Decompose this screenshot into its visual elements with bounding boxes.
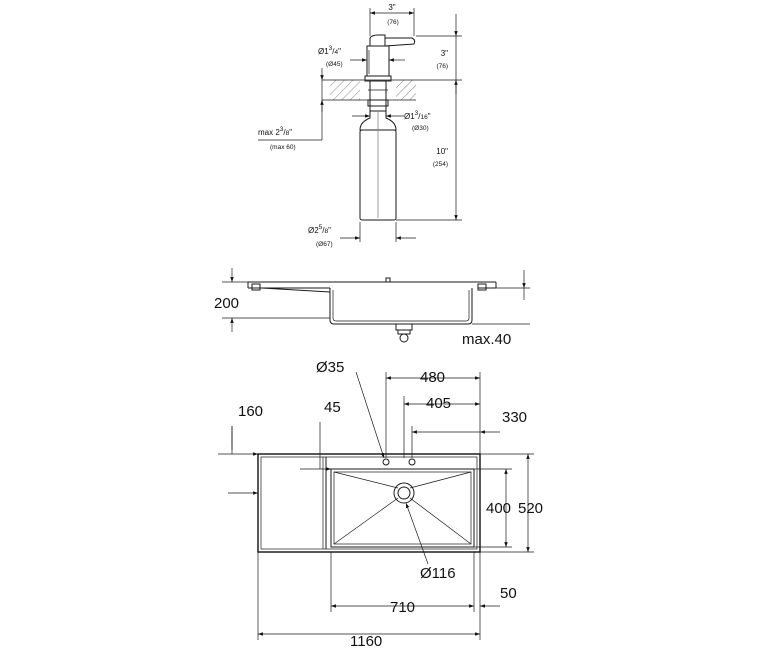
dim-160: 160	[238, 403, 263, 420]
tap-hole-1	[382, 458, 390, 466]
dim-height-top: 3"	[441, 49, 448, 58]
countertop-left	[330, 80, 360, 100]
dim-length-bottle: 10"	[436, 147, 448, 156]
dim-drain-dia: Ø116	[420, 565, 456, 582]
countertop-right	[396, 80, 416, 100]
pump-collar	[366, 45, 390, 77]
dim-710: 710	[390, 599, 415, 616]
dim-width-top: 3"	[388, 3, 395, 12]
dim-520: 520	[518, 500, 543, 517]
dim-max-depth: max.40	[462, 331, 511, 348]
drain-fitting	[395, 323, 413, 331]
dim-height-200: 200	[214, 295, 239, 312]
drain-hole	[393, 482, 415, 504]
dim-bottle-dia: Ø25/8"	[308, 224, 331, 235]
dim-max-thickness-mm: (max 60)	[270, 144, 296, 151]
dim-bottle-dia-mm: (Ø67)	[316, 241, 333, 248]
dim-length-bottle-mm: (254)	[433, 161, 448, 168]
dim-collar-dia: Ø13/4"	[318, 45, 341, 56]
sink-side-view: 200 max.40	[214, 268, 530, 348]
tap-hole-2	[408, 458, 416, 466]
sink-bowl	[330, 468, 475, 548]
dim-collar-dia-mm: (Ø45)	[326, 61, 343, 68]
sink-top-view: Ø35 480 405 330 160 45 400 520	[218, 359, 543, 650]
dim-width-top-mm: (76)	[387, 19, 399, 26]
dim-1160: 1160	[350, 633, 382, 650]
dim-330: 330	[502, 409, 527, 426]
dim-50: 50	[500, 585, 517, 602]
dim-405: 405	[426, 395, 451, 412]
pump-head	[369, 34, 386, 47]
dim-shank-dia: Ø13/16"	[404, 110, 431, 121]
soap-dispenser-view: 3" (76) 3" (76) Ø13/4" (Ø45) Ø13/16" (Ø3…	[258, 3, 462, 248]
pump-spout	[384, 37, 416, 47]
dim-480: 480	[420, 369, 445, 386]
dim-shank-dia-mm: (Ø30)	[412, 125, 429, 132]
dim-400: 400	[486, 500, 511, 517]
pump-shank	[369, 80, 387, 112]
dim-max-thickness: max 23/8"	[258, 126, 292, 137]
dim-45: 45	[324, 399, 341, 416]
sink-outline	[257, 453, 481, 553]
dim-height-top-mm: (76)	[436, 63, 448, 70]
basin-section	[329, 288, 473, 325]
dim-hole-dia: Ø35	[316, 359, 344, 376]
